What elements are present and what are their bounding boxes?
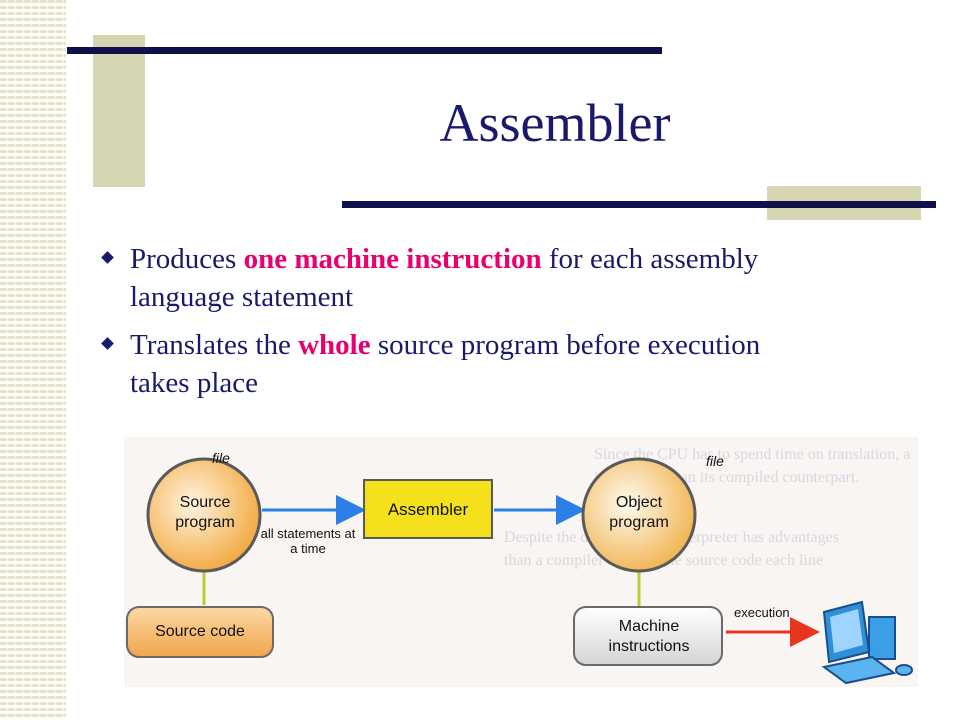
execution-label: execution bbox=[734, 605, 790, 620]
source-file-label: file bbox=[212, 450, 230, 466]
bullet-highlight-text: one machine instruction bbox=[243, 243, 542, 275]
bullet-list: Produces one machine instruction for eac… bbox=[100, 240, 820, 412]
bullet-item-whole-source-program: Translates the whole source program befo… bbox=[100, 326, 820, 402]
machine-instructions-label: Machine instructions bbox=[608, 618, 690, 655]
source-program-circle bbox=[146, 457, 262, 573]
diamond-bullet-icon bbox=[101, 251, 114, 264]
machine-instructions-box bbox=[573, 606, 723, 666]
source-program-label: Source program bbox=[175, 494, 235, 531]
bullet-text-part: source program before execution takes pl… bbox=[130, 329, 761, 399]
left-stripe-border bbox=[0, 0, 66, 720]
decorative-line-bottom bbox=[342, 201, 936, 208]
slide-title: Assembler bbox=[439, 93, 671, 153]
assembler-diagram: Since the CPU has to spend time on trans… bbox=[124, 437, 918, 687]
arrow-caption: all statements at a time bbox=[260, 526, 356, 556]
diamond-bullet-icon bbox=[101, 337, 114, 350]
diagram-canvas: Since the CPU has to spend time on trans… bbox=[126, 446, 913, 685]
bullet-text-part: Produces bbox=[130, 243, 244, 275]
bullet-text-part: for each assembly language statement bbox=[130, 243, 759, 313]
object-program-label: Object program bbox=[609, 494, 669, 531]
source-code-box bbox=[126, 606, 274, 658]
object-program-circle bbox=[581, 457, 697, 573]
source-code-label: Source code bbox=[155, 623, 245, 640]
assembler-box bbox=[363, 479, 493, 539]
bullet-highlight-text: whole bbox=[298, 329, 371, 361]
bullet-item-one-machine-instruction: Produces one machine instruction for eac… bbox=[100, 240, 820, 316]
object-file-label: file bbox=[706, 453, 724, 469]
assembler-label: Assembler bbox=[387, 500, 469, 519]
computer-icon bbox=[821, 600, 913, 685]
decorative-line-top bbox=[67, 47, 662, 54]
faded-text-line: Since the CPU has to spend time on trans… bbox=[594, 446, 910, 463]
bullet-text-part: Translates the bbox=[130, 329, 299, 361]
decorative-block-top bbox=[93, 35, 145, 187]
